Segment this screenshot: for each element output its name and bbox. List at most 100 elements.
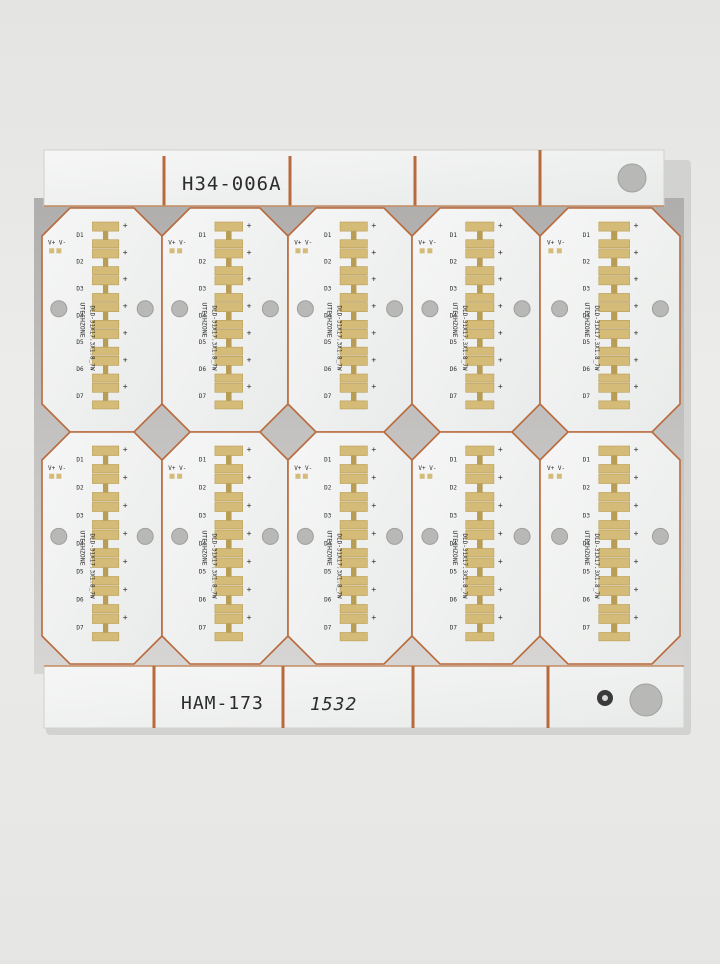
led-designator: D1 [583,456,591,463]
led-pad [598,302,630,313]
polarity-mark: + [498,382,503,391]
led-designator: D2 [450,259,458,266]
led-pad-bridge [226,623,232,633]
led-designator: D6 [583,596,591,603]
supply-label: V+ V- [48,239,66,246]
bottom-label-group: HAM-173 1532 [181,693,357,715]
led-pad-bridge [102,483,109,493]
led-pad [598,373,630,383]
polarity-mark: + [498,585,503,594]
led-pad [214,382,243,393]
polarity-mark: + [634,613,639,622]
mount-hole [421,300,439,318]
module-board [41,431,163,665]
polarity-mark: + [371,585,376,594]
led-pad [465,382,495,393]
mount-hole [261,300,279,318]
supply-label: V+ V- [168,239,186,246]
led-pad-bridge [611,455,618,465]
led-designator: D4 [450,312,458,319]
polarity-mark: + [247,585,252,594]
polarity-mark: + [371,382,376,391]
led-pad [339,221,368,232]
led-designator: D3 [450,285,458,292]
led-pad [92,464,120,474]
polarity-mark: + [247,382,252,391]
led-pad [465,473,495,484]
polarity-mark: + [371,248,376,257]
led-designator: D5 [324,339,332,346]
polarity-mark: + [123,302,128,311]
polarity-mark: + [498,248,503,257]
led-pad [598,473,630,484]
led-designator: D2 [199,259,207,266]
led-designator: D5 [76,568,84,575]
led-pad [214,445,243,456]
led-pad-bridge [226,365,232,375]
led-designator: D2 [199,484,207,491]
led-designator: D3 [199,285,207,292]
led-pad [92,373,120,383]
polarity-mark: + [123,585,128,594]
polarity-mark: + [634,302,639,311]
led-pad [598,464,630,474]
led-pad [465,248,495,259]
led-pad-bridge [350,392,357,401]
supply-pad [419,248,425,254]
led-designator: D5 [199,568,207,575]
led-pad [598,355,630,366]
supply-label: V+ V- [547,239,565,246]
polarity-mark: + [247,557,252,566]
polarity-mark: + [634,501,639,510]
led-pad [214,248,243,259]
led-pad [465,400,495,410]
mount-hole [296,300,314,318]
led-pad [339,492,368,502]
led-pad-bridge [226,311,232,321]
polarity-mark: + [247,613,252,622]
led-pad [339,302,368,313]
led-designator: D4 [76,540,84,547]
led-pad-bridge [102,311,109,321]
top-label-group: H34-006A [182,173,281,195]
led-pad [598,346,630,356]
led-pad-bridge [611,365,618,375]
supply-label: V+ V- [294,465,312,472]
led-pad [339,266,368,275]
led-designator: D1 [450,456,458,463]
supply-pad [177,248,183,254]
polarity-mark: + [371,328,376,337]
led-designator: D2 [76,484,84,491]
brand-text: UTECHZONE [326,302,334,337]
mount-hole [513,300,531,318]
module-board [161,431,289,665]
led-designator: D7 [583,393,591,400]
led-pad [465,632,495,642]
led-pad [214,576,243,586]
polarity-mark: + [634,328,639,337]
led-designator: D7 [450,393,458,400]
led-pad-bridge [477,284,483,294]
mount-hole [651,300,669,318]
mount-hole [50,300,68,318]
supply-pad [556,248,562,254]
led-pad [339,473,368,484]
bottom-label-right: 1532 [310,694,357,715]
led-pad [92,613,120,624]
led-designator: D6 [199,596,207,603]
led-designator: D7 [199,624,207,631]
led-pad [465,346,495,356]
led-pad-bridge [226,284,232,294]
supply-pad [49,248,55,254]
led-pad [339,520,368,530]
led-pad-bridge [611,231,618,240]
polarity-mark: + [634,382,639,391]
polarity-mark: + [634,275,639,284]
polarity-mark: + [634,445,639,454]
led-pad-bridge [611,539,618,549]
top-rail [43,149,665,207]
